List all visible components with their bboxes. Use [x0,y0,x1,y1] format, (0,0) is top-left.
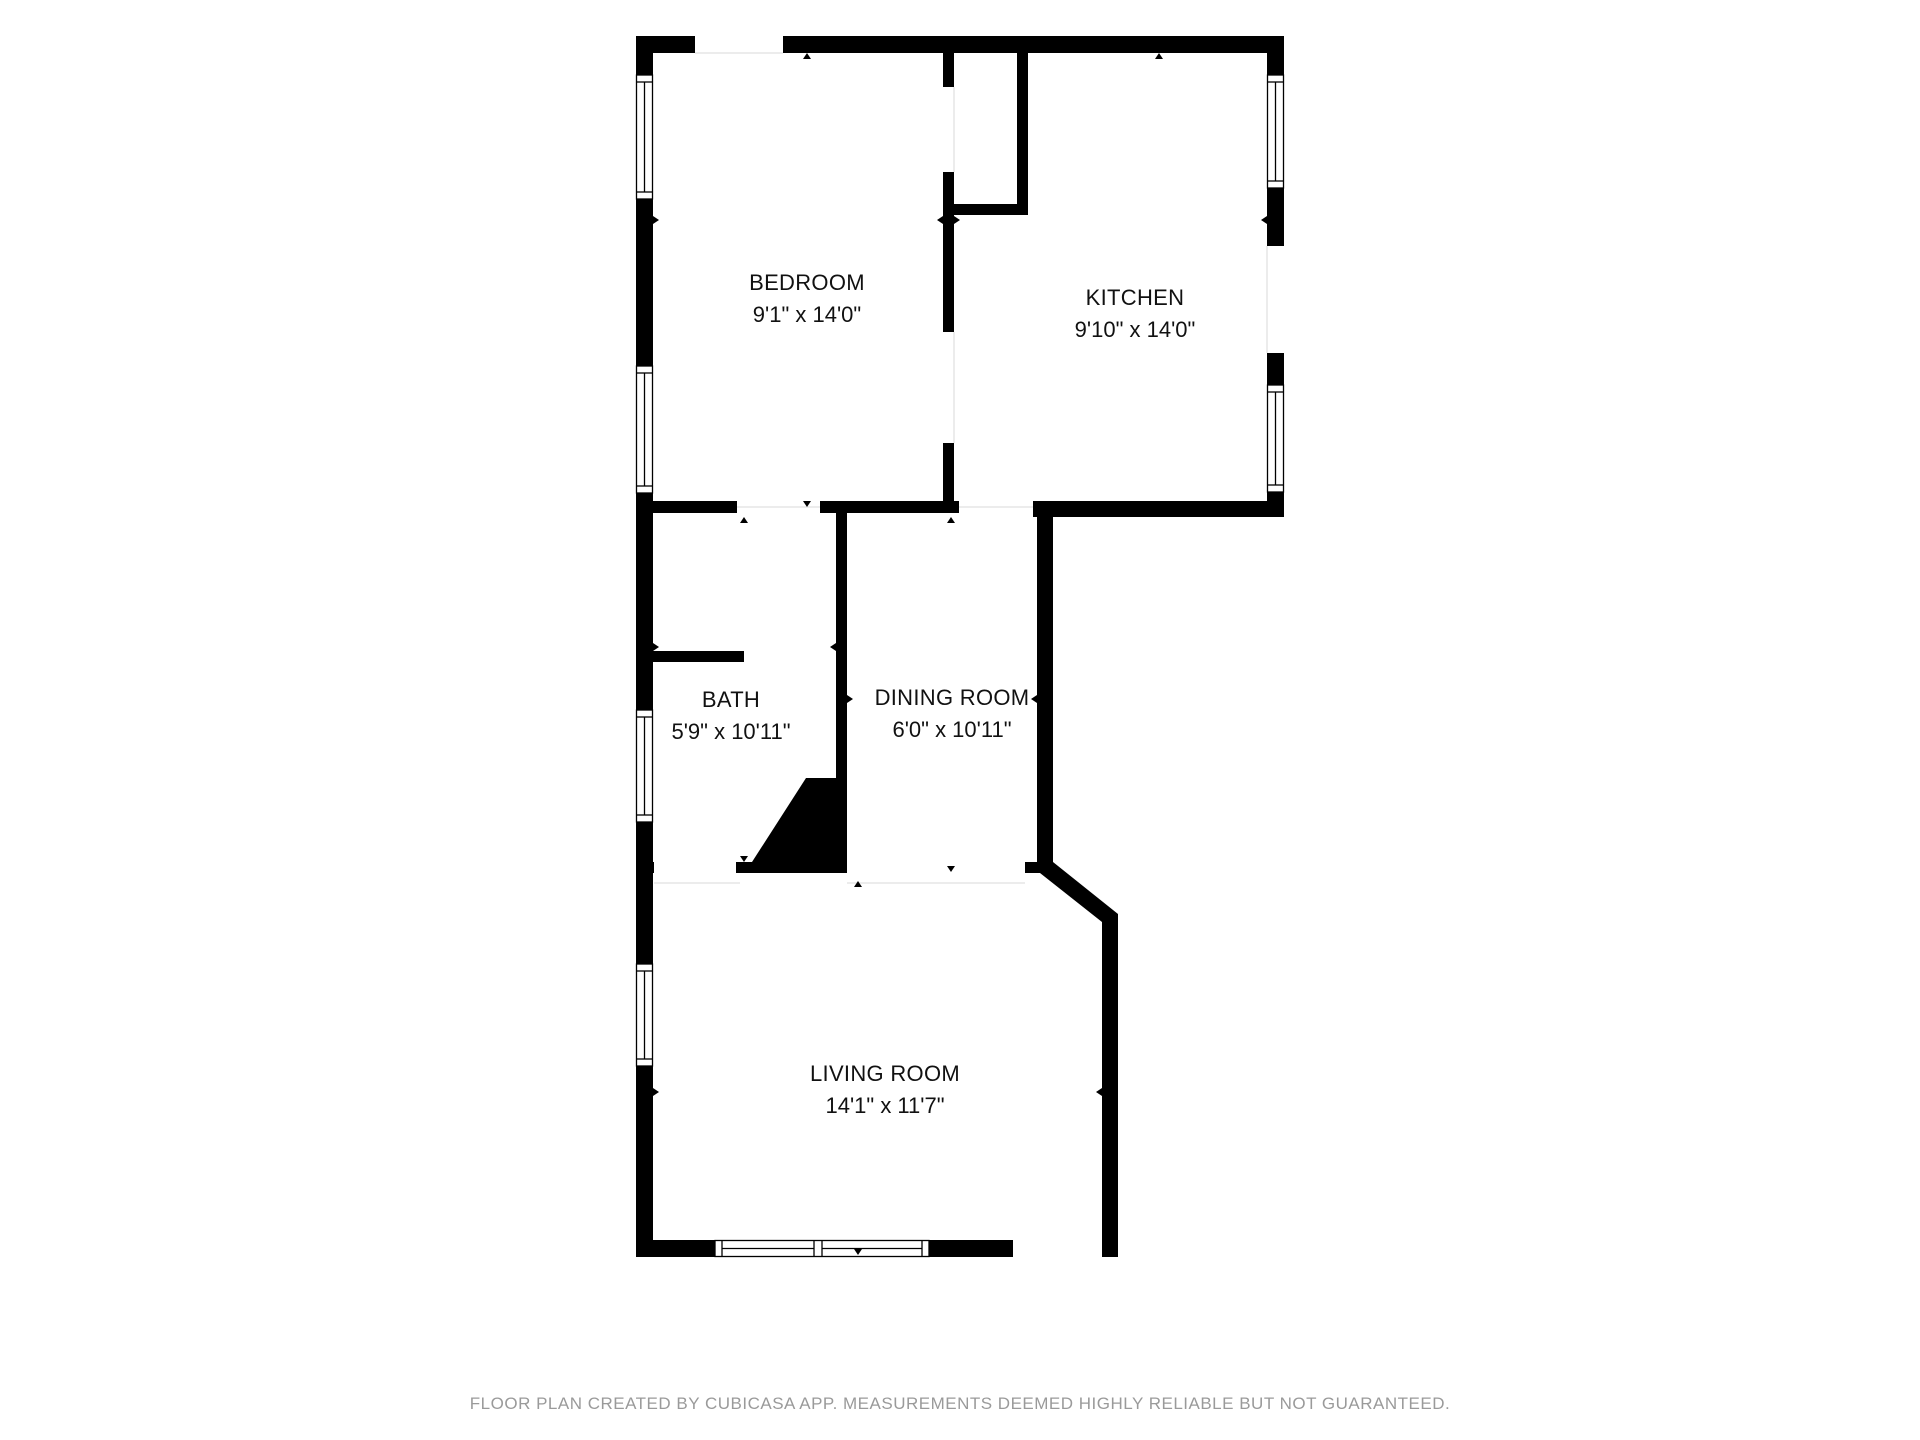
room-bedroom: BEDROOM 9'1" x 14'0" [749,267,865,331]
room-dimensions: 14'1" x 11'7" [825,1093,945,1118]
room-bath: BATH 5'9" x 10'11" [671,684,790,748]
room-dimensions: 6'0" x 10'11" [892,717,1012,742]
dimension-markers [653,53,1267,1255]
walls [636,36,1284,1257]
door-openings [654,52,1268,884]
room-name: BATH [701,687,761,712]
room-name: LIVING ROOM [810,1061,960,1086]
room-name: BEDROOM [749,270,865,295]
room-name: DINING ROOM [874,685,1030,710]
disclaimer-footer: FLOOR PLAN CREATED BY CUBICASA APP. MEAS… [469,1394,1451,1413]
room-kitchen: KITCHEN 9'10" x 14'0" [1075,282,1196,346]
room-dimensions: 5'9" x 10'11" [671,719,791,744]
room-dining: DINING ROOM 6'0" x 10'11" [875,682,1030,746]
windows [635,74,1285,1258]
room-living: LIVING ROOM 14'1" x 11'7" [810,1058,960,1122]
room-name: KITCHEN [1085,285,1185,310]
room-dimensions: 9'10" x 14'0" [1074,317,1196,342]
room-dimensions: 9'1" x 14'0" [752,302,862,327]
